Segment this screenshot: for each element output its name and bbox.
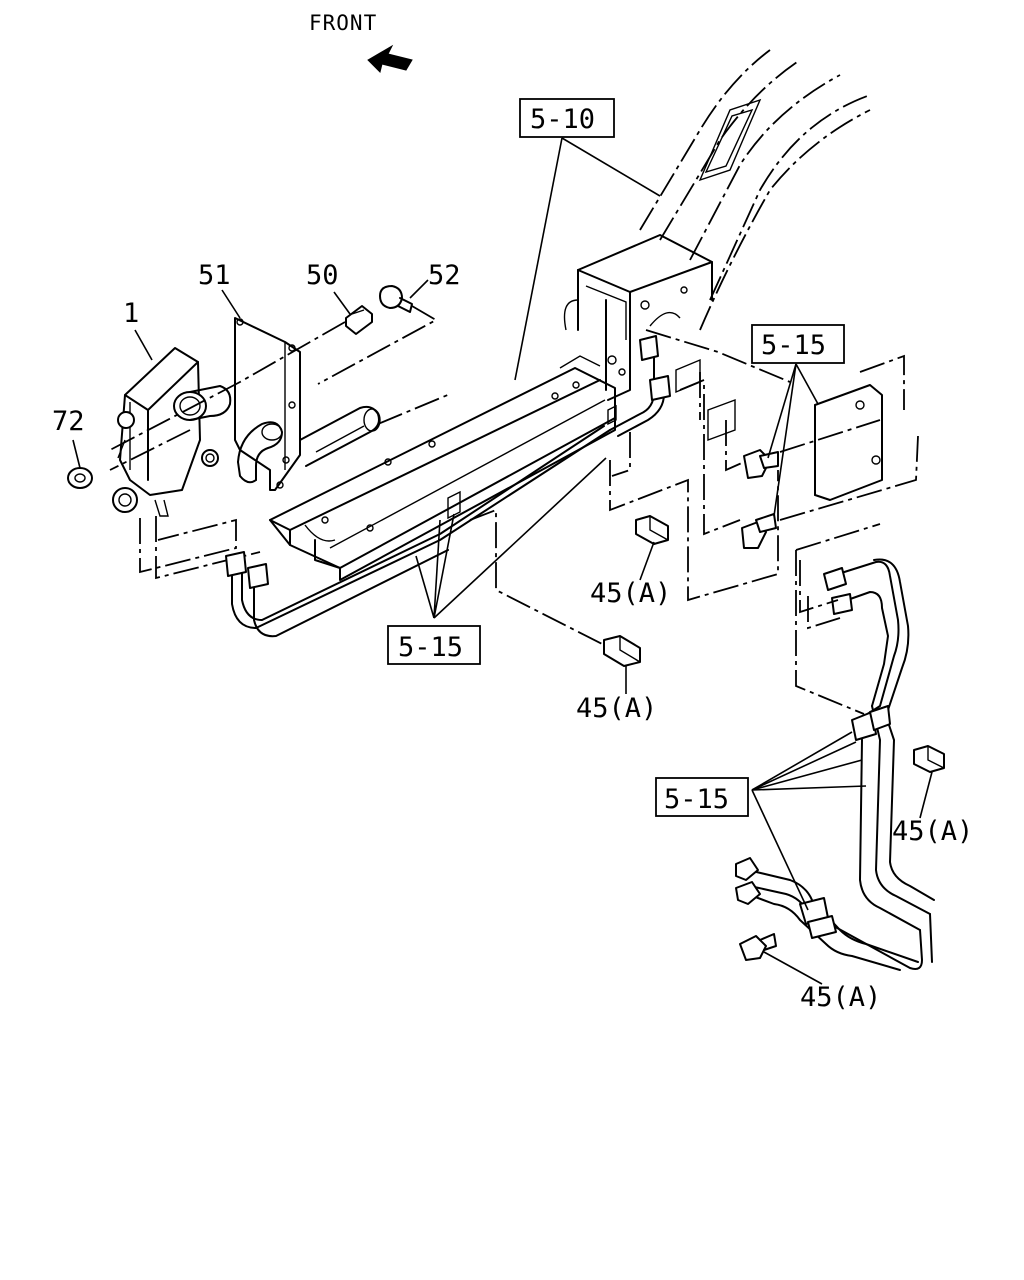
ref-box-5-15-c: 5-15: [655, 777, 749, 817]
part-1-module: [112, 347, 232, 517]
ref-box-5-15-b: 5-15: [387, 625, 481, 665]
part-51-plate: [234, 317, 301, 491]
callout-part-50: 50: [306, 260, 339, 291]
part-50-bolt: [345, 305, 373, 335]
callout-part-52: 52: [428, 260, 461, 291]
bolt-45a-icon-3: [913, 745, 945, 773]
ref-5-15-c-label: 5-15: [664, 784, 729, 815]
part-52-bolt: [379, 285, 413, 313]
bracket-pipes: [609, 335, 701, 437]
right-bracket: [707, 384, 883, 501]
ref-box-5-10: 5-10: [519, 98, 615, 138]
cross-tube: [299, 393, 451, 467]
t-fittings: [741, 449, 779, 549]
center-dashlines: [469, 329, 919, 649]
lower-pipes: [225, 404, 617, 638]
callout-bolt-45a-3: 45(A): [892, 816, 973, 847]
part-72-nut: [67, 467, 93, 489]
module-pipe-dashlines: [139, 516, 261, 580]
right-pipe-run: [795, 523, 935, 970]
leader-lines: [72, 137, 933, 985]
bolt-45a-icon-2: [603, 635, 641, 667]
callout-part-1: 1: [123, 298, 139, 329]
bolt-45a-icon-4: [739, 933, 777, 961]
callout-bolt-45a-2: 45(A): [576, 693, 657, 724]
cab-pillar: [639, 49, 871, 331]
lower-right-assembly: [735, 857, 919, 971]
ref-5-10-label: 5-10: [530, 104, 595, 135]
ref-box-5-15-a: 5-15: [751, 324, 845, 364]
arrow-left-icon: [367, 44, 413, 73]
frame-member: [269, 355, 616, 581]
ref-5-15-b-label: 5-15: [398, 632, 463, 663]
callout-bolt-45a-4: 45(A): [800, 982, 881, 1013]
bolt-45a-icon-1: [635, 515, 669, 545]
frame-bracket: [563, 234, 713, 401]
callout-bolt-45a-1: 45(A): [590, 578, 671, 609]
front-label: FRONT: [309, 11, 377, 35]
ref-5-15-a-label: 5-15: [761, 330, 826, 361]
callout-part-51: 51: [198, 260, 231, 291]
callout-part-72: 72: [52, 406, 85, 437]
